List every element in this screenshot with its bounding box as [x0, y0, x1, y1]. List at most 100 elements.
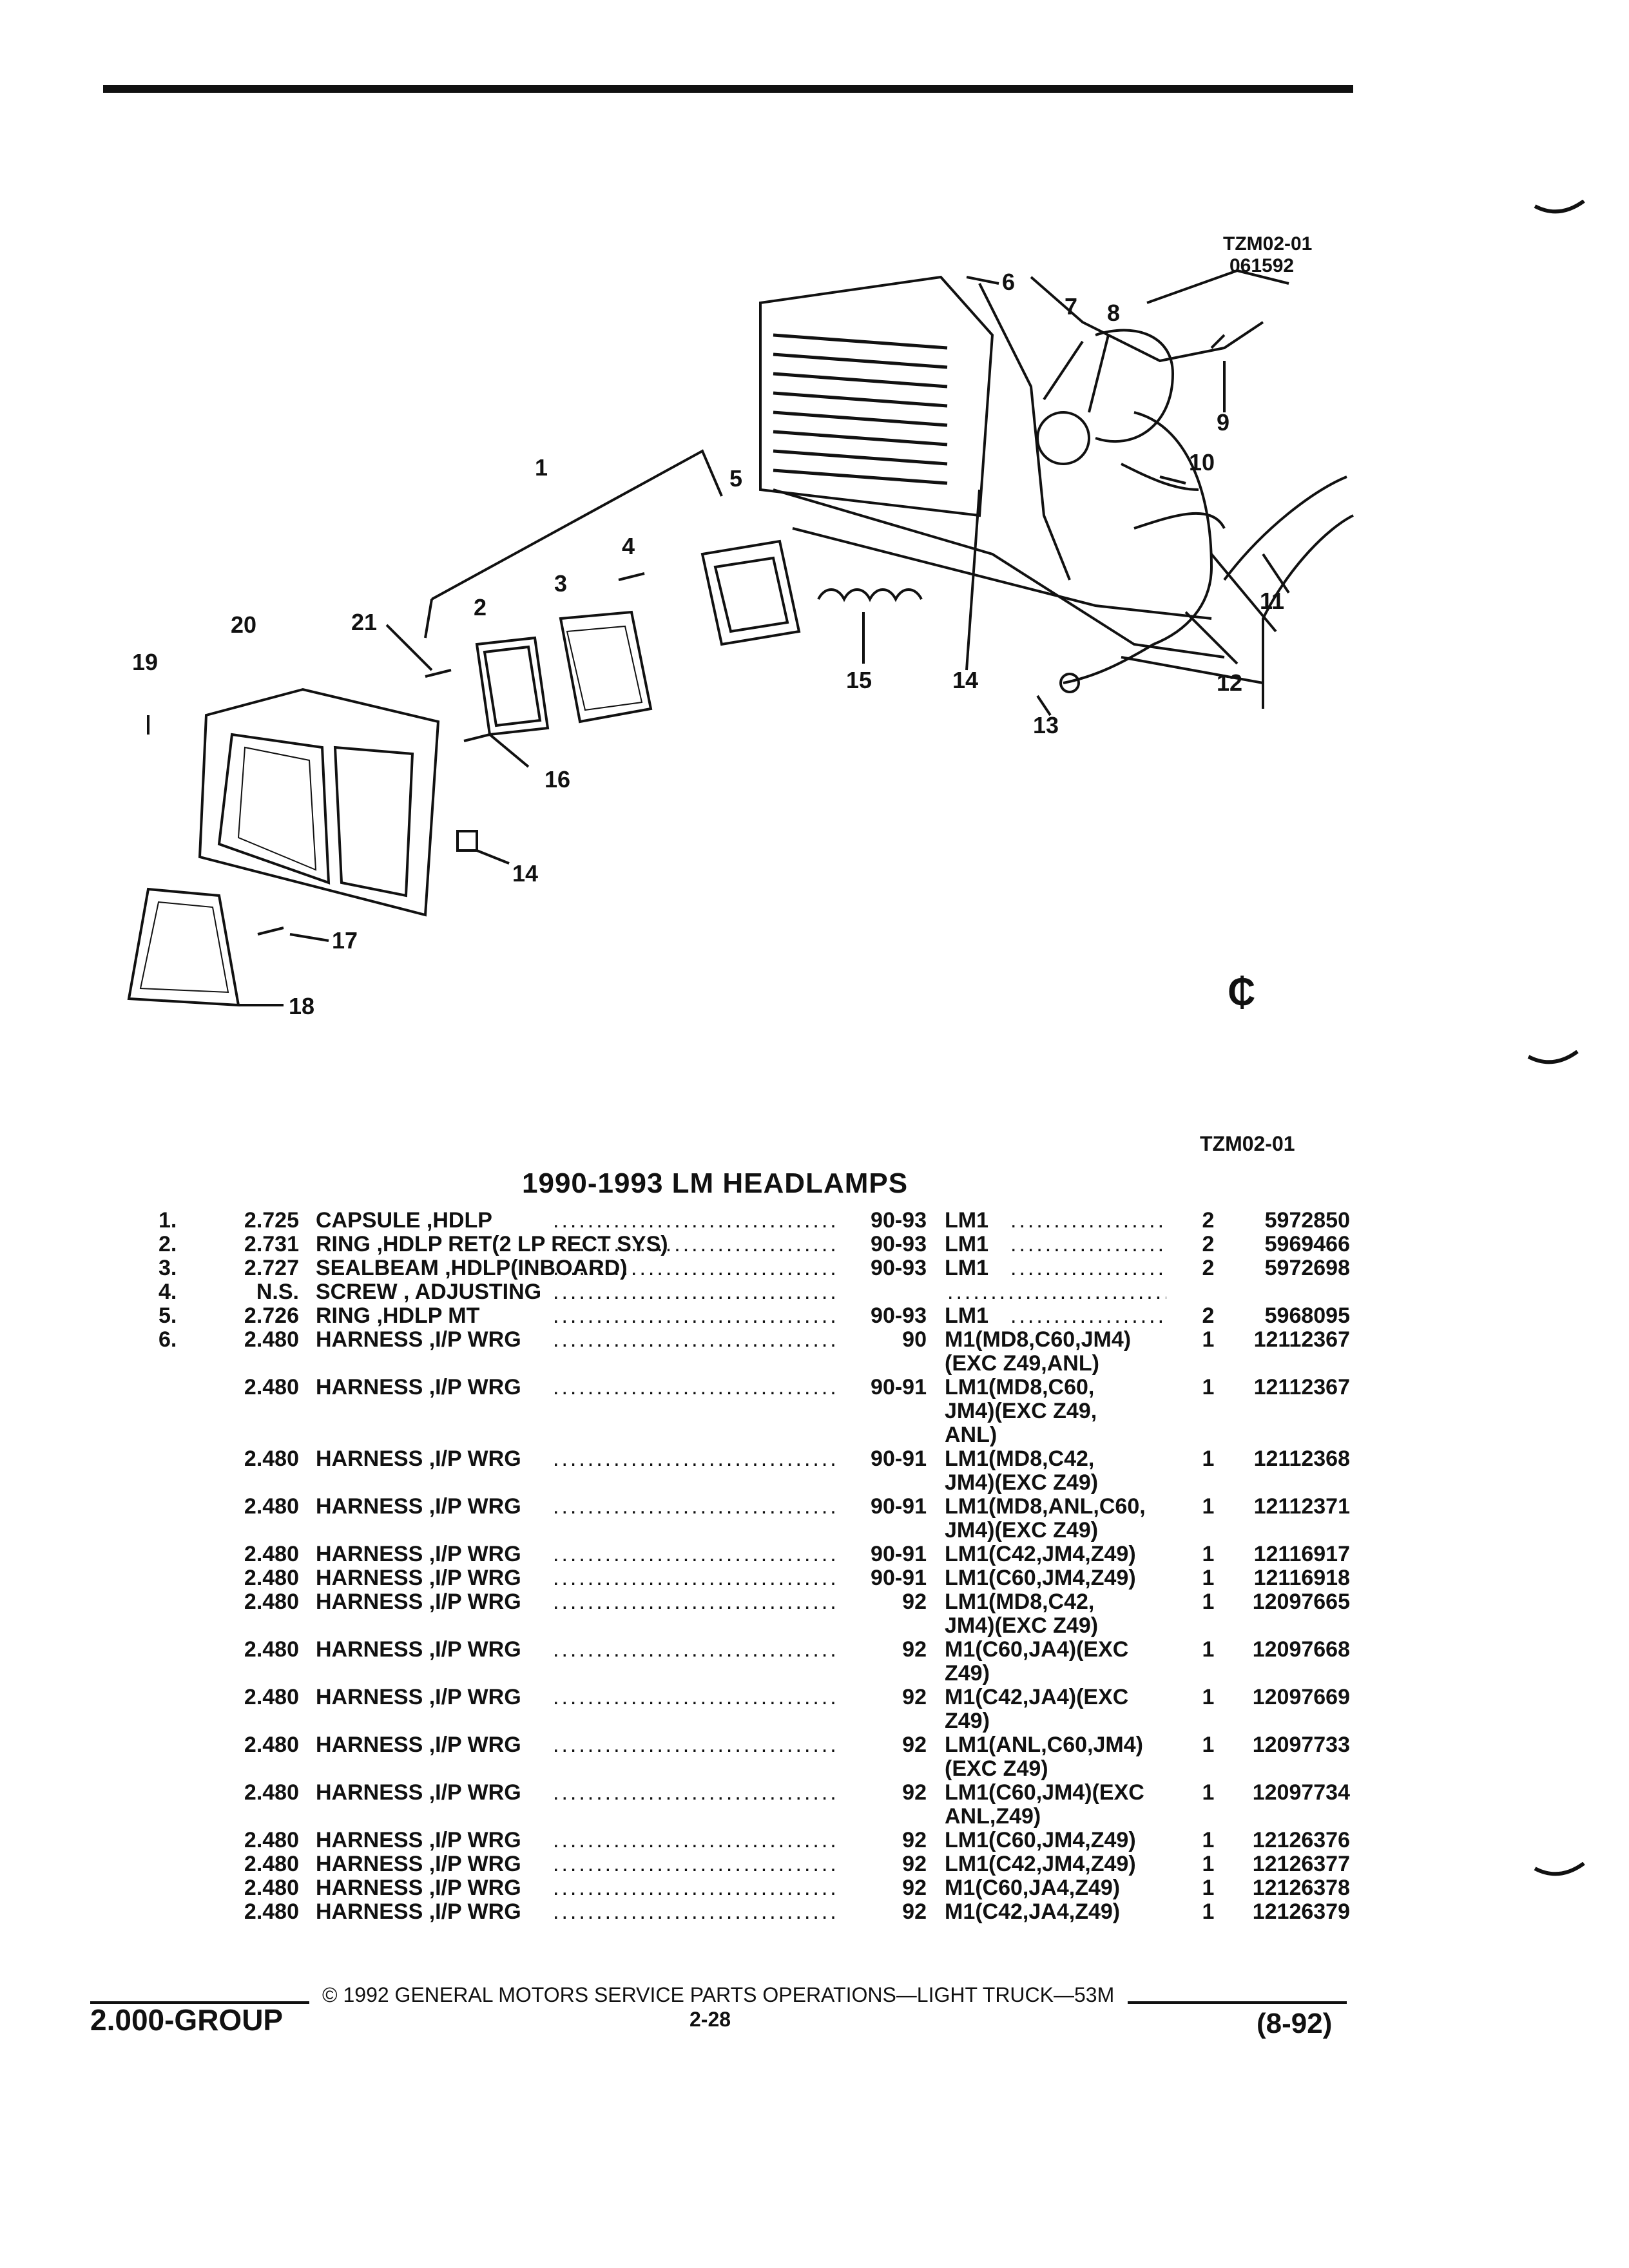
part-number: 12126378 [1252, 1876, 1350, 1900]
figure-code: TZM02-01 [1200, 1132, 1295, 1155]
quantity: 1 [1202, 1852, 1215, 1876]
quantity: 1 [1202, 1494, 1215, 1519]
quantity: 1 [1202, 1733, 1215, 1757]
quantity: 2 [1202, 1303, 1215, 1328]
quantity: 1 [1202, 1590, 1215, 1614]
leader-dots: ........................................… [553, 1280, 836, 1304]
illustration-ref: 2.480 [244, 1566, 299, 1590]
part-description: RING ,HDLP RET(2 LP RECT SYS) [316, 1232, 668, 1256]
leader-dots: ........................................… [553, 1542, 836, 1566]
leader-dots: ........................................… [553, 1852, 836, 1876]
footer-rule-right [1128, 2001, 1347, 2004]
quantity: 1 [1202, 1828, 1215, 1852]
leader-dots: ........................................ [947, 1280, 1166, 1304]
part-description: HARNESS ,I/P WRG [316, 1542, 521, 1566]
callout-10: 10 [1189, 449, 1215, 476]
model-years: 92 [902, 1899, 927, 1924]
logo-mark: ₵ [1228, 970, 1255, 1014]
part-number: 12097669 [1252, 1685, 1350, 1709]
part-number: 5972850 [1264, 1208, 1350, 1233]
model-years: 90-91 [871, 1446, 927, 1471]
callout-11: 11 [1260, 588, 1284, 614]
part-description: HARNESS ,I/P WRG [316, 1494, 521, 1519]
quantity: 1 [1202, 1446, 1215, 1471]
quantity: 1 [1202, 1637, 1215, 1662]
footer-rule-left [90, 2001, 309, 2004]
callout-15: 15 [846, 667, 872, 693]
leader-dots: ........................................… [553, 1209, 836, 1233]
model-years: 90-91 [871, 1494, 927, 1519]
leader-dots: ........................................… [553, 1733, 836, 1757]
part-description: HARNESS ,I/P WRG [316, 1733, 521, 1757]
part-number: 5972698 [1264, 1256, 1350, 1280]
part-number: 5969466 [1264, 1232, 1350, 1256]
model-years: 90-93 [871, 1232, 927, 1256]
illustration-ref: 2.480 [244, 1685, 299, 1709]
callout-16: 16 [545, 766, 570, 793]
diagram-drawing [127, 269, 1354, 1007]
stamp-date: 061592 [1229, 255, 1295, 276]
section-title: 1990-1993 LM HEADLAMPS [522, 1168, 909, 1199]
part-description: HARNESS ,I/P WRG [316, 1899, 521, 1924]
part-number: 12097665 [1252, 1590, 1350, 1614]
callout-5: 5 [729, 465, 742, 492]
callout-labels: 1 2 3 4 5 6 7 8 9 10 11 12 13 14 15 14 1… [132, 269, 1284, 1019]
part-description: HARNESS ,I/P WRG [316, 1852, 521, 1876]
quantity: 1 [1202, 1685, 1215, 1709]
illustration-ref: 2.726 [244, 1303, 299, 1328]
part-description: SEALBEAM ,HDLP(INBOARD) [316, 1256, 628, 1280]
part-description: HARNESS ,I/P WRG [316, 1828, 521, 1852]
callout-3: 3 [554, 570, 567, 597]
quantity: 1 [1202, 1899, 1215, 1924]
part-number: 12116918 [1253, 1566, 1350, 1590]
margin-mark [1534, 200, 1585, 214]
part-description: HARNESS ,I/P WRG [316, 1375, 521, 1399]
leader-dots: ........................................… [553, 1233, 836, 1256]
application: LM1 [945, 1256, 988, 1280]
application: LM1(MD8,ANL,C60, JM4)(EXC Z49) [945, 1494, 1146, 1542]
application: M1(C60,JA4)(EXC Z49) [945, 1637, 1129, 1686]
part-description: HARNESS ,I/P WRG [316, 1780, 521, 1805]
part-description: HARNESS ,I/P WRG [316, 1590, 521, 1614]
part-index: 1. [159, 1208, 177, 1233]
leader-dots: ........................................… [553, 1829, 836, 1852]
quantity: 2 [1202, 1232, 1215, 1256]
part-number: 12116917 [1253, 1542, 1350, 1566]
callout-14: 14 [952, 667, 978, 693]
leader-dots: ........................................… [553, 1376, 836, 1399]
callout-19: 19 [132, 649, 158, 675]
illustration-ref: 2.480 [244, 1828, 299, 1852]
margin-mark [1534, 1862, 1585, 1876]
part-number: 12112368 [1253, 1446, 1350, 1471]
leader-dots: ........................................… [553, 1495, 836, 1519]
application: LM1 [945, 1232, 988, 1256]
application: LM1(MD8,C42, JM4)(EXC Z49) [945, 1590, 1099, 1638]
part-description: RING ,HDLP MT [316, 1303, 480, 1328]
quantity: 1 [1202, 1780, 1215, 1805]
leader-dots: ........................................… [553, 1304, 836, 1328]
application: M1(C42,JA4,Z49) [945, 1899, 1121, 1924]
illustration-ref: 2.480 [244, 1375, 299, 1399]
part-index: 4. [159, 1280, 177, 1304]
leader-dots: ........................................… [553, 1328, 836, 1352]
leader-dots: ........................................… [553, 1566, 836, 1590]
leader-dots: ........................................ [1010, 1256, 1165, 1280]
application: LM1(C60,JM4,Z49) [945, 1828, 1136, 1852]
model-years: 90-91 [871, 1542, 927, 1566]
copyright-line: © 1992 GENERAL MOTORS SERVICE PARTS OPER… [322, 1983, 1115, 2006]
callout-2: 2 [474, 594, 487, 620]
top-rule [103, 85, 1353, 93]
model-years: 90-91 [871, 1375, 927, 1399]
callout-1: 1 [535, 454, 548, 481]
part-number: 12126376 [1252, 1828, 1350, 1852]
callout-13: 13 [1033, 712, 1059, 738]
quantity: 1 [1202, 1375, 1215, 1399]
application: LM1(MD8,C42, JM4)(EXC Z49) [945, 1446, 1099, 1495]
part-description: HARNESS ,I/P WRG [316, 1446, 521, 1471]
leader-dots: ........................................ [1010, 1304, 1165, 1328]
callout-18: 18 [289, 993, 314, 1019]
model-years: 90-91 [871, 1566, 927, 1590]
illustration-ref: 2.480 [244, 1590, 299, 1614]
model-years: 90-93 [871, 1256, 927, 1280]
application: LM1(C42,JM4,Z49) [945, 1852, 1136, 1876]
